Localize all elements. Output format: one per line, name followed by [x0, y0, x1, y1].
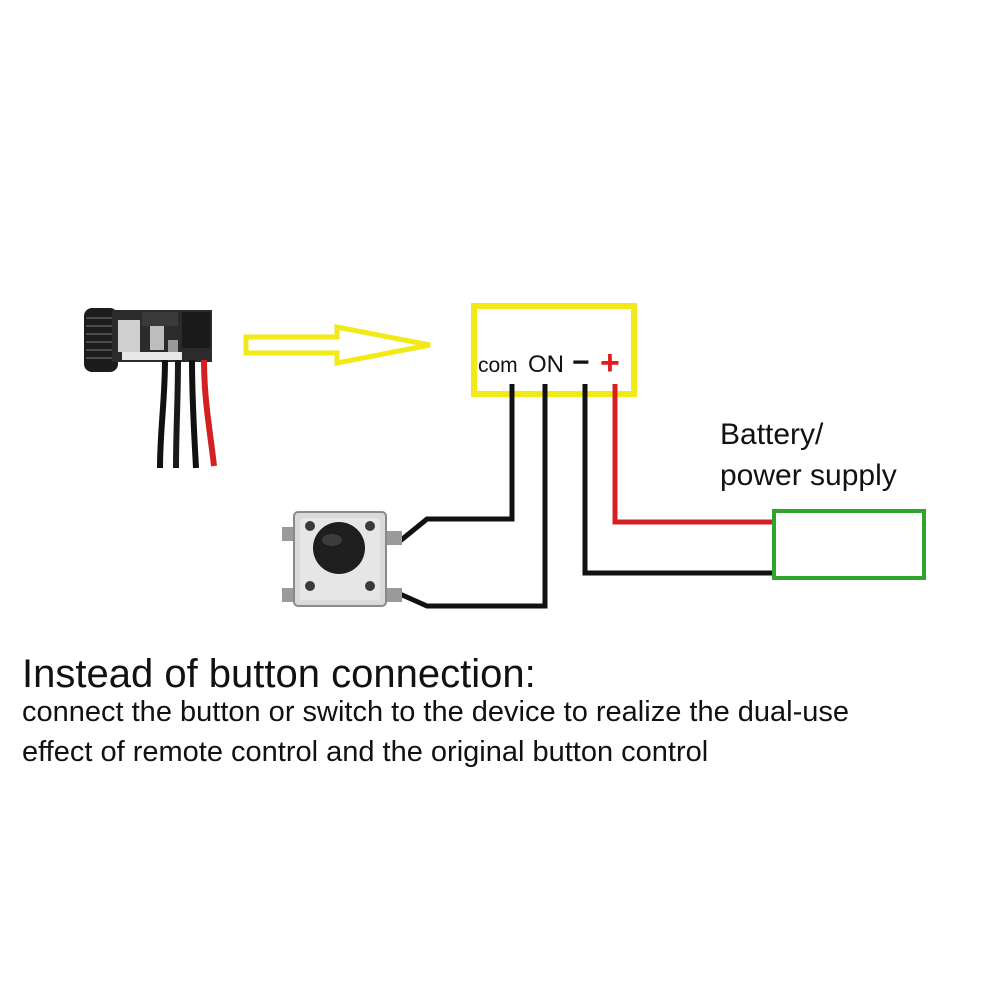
right-arrow-icon — [243, 323, 431, 367]
battery-label-line-2: power supply — [720, 459, 897, 492]
caption-line-1: connect the button or switch to the devi… — [22, 696, 849, 728]
label-plus: + — [600, 344, 620, 382]
caption-heading: Instead of button connection: — [22, 652, 536, 696]
label-on: ON — [528, 351, 564, 378]
label-com: com — [478, 354, 518, 377]
battery-label-line-1: Battery/ — [720, 418, 824, 451]
battery-box — [772, 509, 926, 580]
wire-positive — [612, 384, 774, 525]
caption-line-2: effect of remote control and the origina… — [22, 736, 709, 768]
tactile-push-button-photo — [282, 511, 402, 607]
wire-com — [398, 384, 515, 543]
module-box — [471, 303, 637, 397]
label-minus: − — [572, 346, 590, 379]
receiver-module-photo — [84, 308, 217, 469]
wire-negative — [582, 384, 774, 576]
wire-on — [398, 384, 548, 609]
